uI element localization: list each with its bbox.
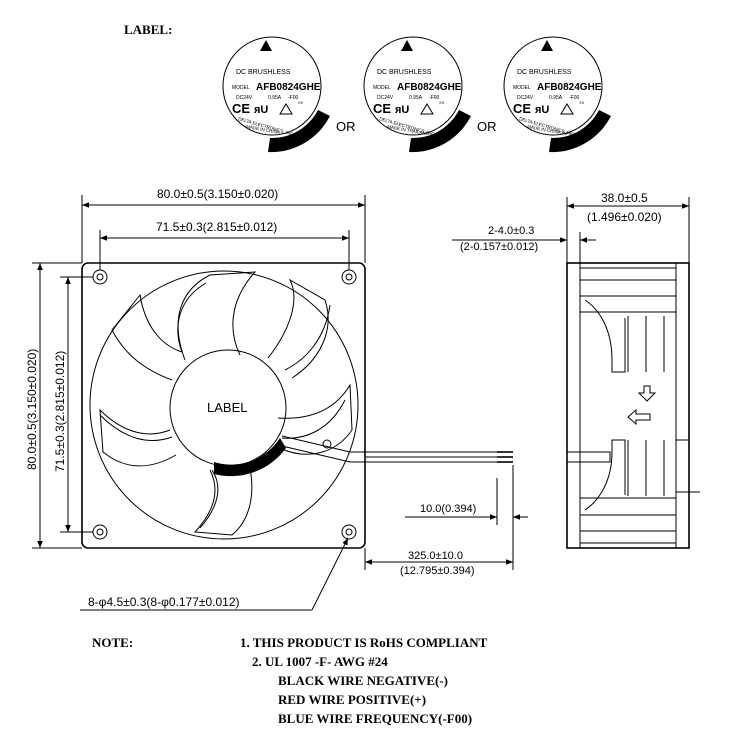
warning-triangle-icon bbox=[279, 103, 293, 115]
label-suffix: -F00 bbox=[569, 95, 580, 101]
label-current: 0.95A bbox=[549, 95, 563, 101]
airflow-arrow-icon bbox=[637, 385, 657, 402]
dim-depth-line1: 38.0±0.5 bbox=[601, 191, 648, 205]
dim-overall-width: 80.0±0.5(3.150±0.020) bbox=[157, 187, 278, 201]
label-model-prefix: MODEL bbox=[232, 85, 250, 91]
dim-lead-line2: (12.795±0.394) bbox=[400, 565, 475, 577]
dim-holes: 8-φ4.5±0.3(8-φ0.177±0.012) bbox=[88, 595, 240, 609]
delta-logo-icon bbox=[260, 40, 272, 51]
dim-strip-length: 10.0(0.394) bbox=[420, 503, 476, 515]
label-model: AFB0824GHE bbox=[397, 82, 462, 93]
label-suffix: -F00 bbox=[429, 95, 440, 101]
notes-heading: NOTE: bbox=[92, 635, 133, 650]
label-line1: DC BRUSHLESS bbox=[517, 69, 572, 76]
label-variant-3: DC BRUSHLESS MODEL AFB0824GHE DC24V 0.95… bbox=[503, 36, 611, 153]
label-model: AFB0824GHE bbox=[537, 82, 602, 93]
fan-blades bbox=[99, 271, 353, 536]
ce-mark-icon: CE bbox=[513, 101, 531, 116]
side-frame bbox=[566, 262, 690, 549]
note-line-3: BLACK WIRE NEGATIVE(-) bbox=[278, 673, 448, 688]
label-voltage: DC24V bbox=[377, 95, 394, 101]
dim-overall-height: 80.0±0.5(3.150±0.020) bbox=[25, 349, 39, 470]
label-variant-2: DC BRUSHLESS MODEL AFB0824GHE DC24V 0.95… bbox=[363, 36, 471, 153]
hub-shadow bbox=[214, 438, 286, 477]
label-current: 0.95A bbox=[409, 95, 423, 101]
warning-triangle-icon bbox=[420, 103, 434, 115]
label-origin: MADE IN CHINA bbox=[246, 124, 280, 135]
ul-mark-icon: ᴙU bbox=[395, 104, 409, 116]
ul-mark-icon: ᴙU bbox=[535, 104, 549, 116]
ul-mark-icon: ᴙU bbox=[254, 104, 268, 116]
delta-logo-icon bbox=[541, 40, 553, 51]
label-model-prefix: MODEL bbox=[513, 85, 531, 91]
venturi-circle bbox=[89, 270, 359, 540]
or-text-1: OR bbox=[336, 119, 356, 134]
fan-frame bbox=[81, 262, 366, 549]
lead-wires bbox=[365, 451, 513, 463]
ce-mark-icon: CE bbox=[232, 101, 250, 116]
dim-flange-line1: 2-4.0±0.3 bbox=[488, 225, 534, 237]
wire-channel bbox=[281, 435, 365, 453]
note-line-1: 1. THIS PRODUCT IS RoHS COMPLIANT bbox=[240, 635, 488, 650]
label-xx: XX bbox=[439, 100, 445, 105]
label-xx: XX bbox=[298, 100, 304, 105]
label-line1: DC BRUSHLESS bbox=[236, 69, 291, 76]
label-voltage: DC24V bbox=[517, 95, 534, 101]
ce-mark-icon: CE bbox=[373, 101, 391, 116]
label-model-prefix: MODEL bbox=[373, 85, 391, 91]
label-variant-1: DC BRUSHLESS MODEL AFB0824GHE DC24V 0.95… bbox=[222, 36, 330, 153]
label-voltage: DC24V bbox=[236, 95, 253, 101]
or-text-2: OR bbox=[477, 119, 497, 134]
front-view: LABEL 80.0±0.5(3.150±0.020) 71.5±0.3(2.8… bbox=[25, 187, 528, 611]
notes: NOTE: 1. THIS PRODUCT IS RoHS COMPLIANT … bbox=[92, 635, 488, 726]
label-heading: LABEL: bbox=[124, 22, 172, 37]
label-suffix: -F00 bbox=[288, 95, 299, 101]
note-line-4: RED WIRE POSITIVE(+) bbox=[278, 692, 426, 707]
side-view: 38.0±0.5 (1.496±0.020) 2-4.0±0.3 (2-0.15… bbox=[452, 191, 700, 549]
label-model: AFB0824GHE bbox=[256, 82, 321, 93]
dim-lead-line1: 325.0±10.0 bbox=[408, 550, 463, 562]
dim-flange-line2: (2-0.157±0.012) bbox=[460, 241, 538, 253]
note-line-5: BLUE WIRE FREQUENCY(-F00) bbox=[278, 711, 472, 726]
delta-logo-icon bbox=[401, 40, 413, 51]
note-line-2: 2. UL 1007 -F- AWG #24 bbox=[252, 654, 388, 669]
dim-hole-width: 71.5±0.3(2.815±0.012) bbox=[156, 220, 277, 234]
rotation-arrow-icon bbox=[627, 408, 651, 426]
hub-label: LABEL bbox=[207, 400, 247, 415]
dim-depth-line2: (1.496±0.020) bbox=[587, 210, 662, 224]
label-xx: XX bbox=[579, 100, 585, 105]
label-current: 0.95A bbox=[268, 95, 282, 101]
label-line1: DC BRUSHLESS bbox=[377, 69, 432, 76]
warning-triangle-icon bbox=[560, 103, 574, 115]
dim-hole-height: 71.5±0.3(2.815±0.012) bbox=[53, 351, 67, 472]
